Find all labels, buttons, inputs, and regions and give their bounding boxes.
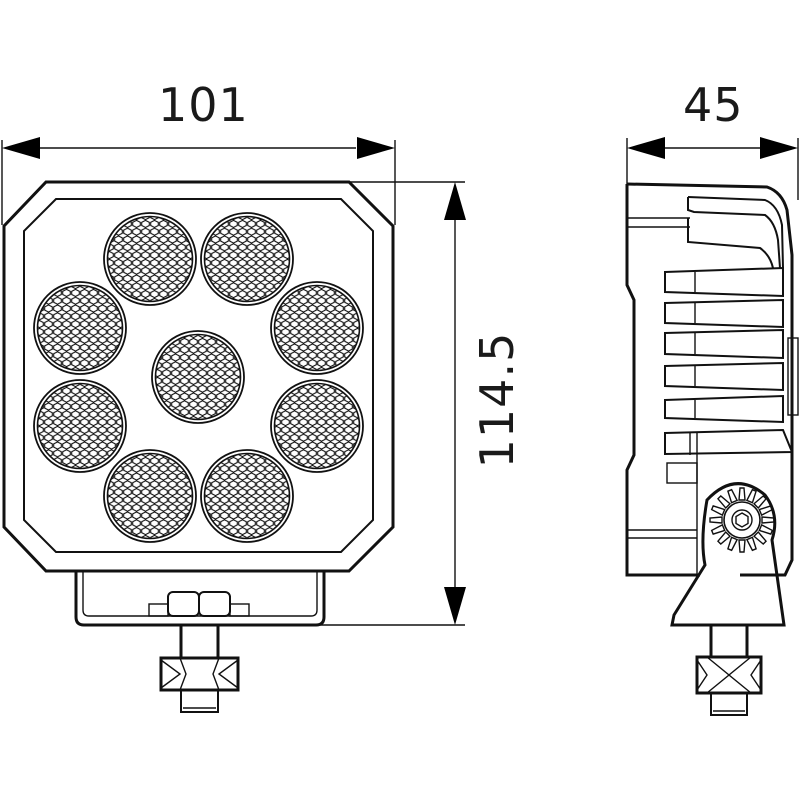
- pivot-serrations: [709, 487, 775, 553]
- width-dimension-label: 101: [158, 78, 249, 132]
- led-mid-right-lower: [270, 379, 364, 473]
- cooling-fins: [664, 266, 794, 456]
- side-view: [625, 182, 799, 716]
- led-mid-right-upper: [270, 281, 364, 375]
- depth-dimension-label: 45: [683, 78, 744, 132]
- width-dimension: [1, 137, 396, 225]
- front-view: [2, 180, 395, 713]
- led-mid-left-lower: [33, 379, 127, 473]
- led-center: [151, 330, 245, 424]
- led-top-left: [103, 212, 197, 306]
- led-mid-left-upper: [33, 281, 127, 375]
- led-bottom-left: [103, 449, 197, 543]
- depth-dimension: [626, 137, 799, 200]
- height-dimension: [320, 181, 466, 626]
- led-bottom-right: [200, 449, 294, 543]
- led-top-right: [200, 212, 294, 306]
